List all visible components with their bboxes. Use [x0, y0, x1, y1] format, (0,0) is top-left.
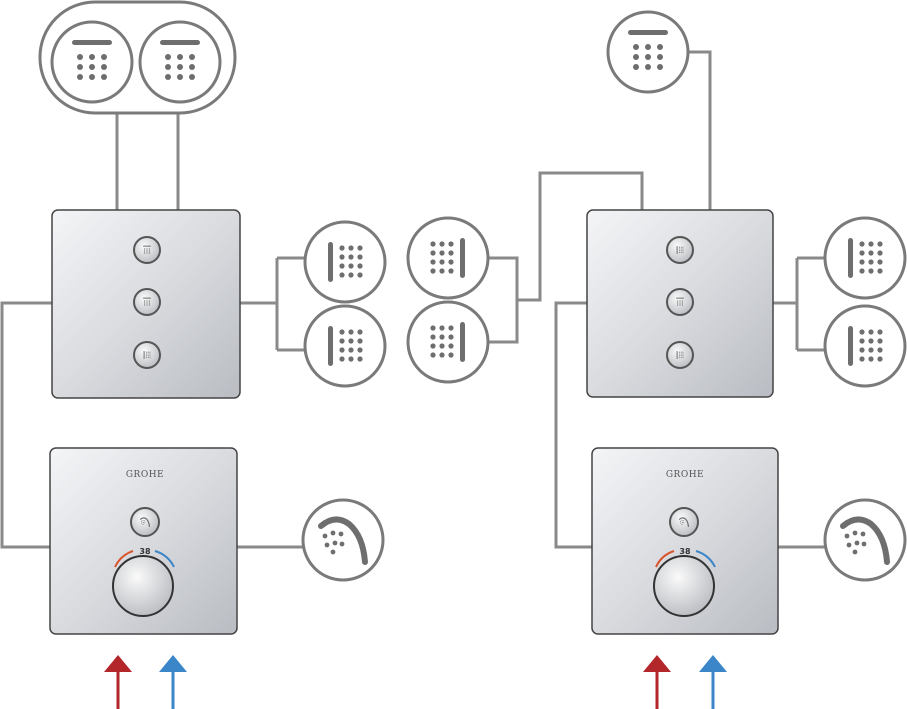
- temperature-knob[interactable]: [112, 555, 174, 617]
- diverter-button[interactable]: [133, 236, 161, 264]
- left-thermostat-panel: GROHE 38: [49, 447, 238, 635]
- diverter-button[interactable]: [666, 236, 694, 264]
- right-diverter-panel: [586, 209, 774, 398]
- right-thermostat-panel: GROHE 38: [591, 447, 779, 635]
- pipe-lines: [0, 50, 825, 549]
- grohe-logo: GROHE: [126, 470, 164, 480]
- hand-shower-button[interactable]: [130, 507, 160, 537]
- left-body-jets: [303, 220, 387, 388]
- temperature-label: 38: [139, 547, 151, 556]
- cold-water-arrow-icon: [159, 655, 187, 709]
- hand-shower-button[interactable]: [669, 507, 699, 537]
- right-overhead-shower: [606, 10, 690, 94]
- diverter-button[interactable]: [666, 341, 694, 369]
- temperature-knob[interactable]: [653, 555, 715, 617]
- hot-water-arrow-icon: [643, 655, 671, 709]
- middle-body-jets: [406, 216, 490, 384]
- diverter-button[interactable]: [133, 288, 161, 316]
- double-overhead-shower: [38, 0, 237, 115]
- left-hand-shower: [301, 498, 385, 582]
- diverter-button[interactable]: [666, 288, 694, 316]
- right-hand-shower: [823, 498, 907, 582]
- grohe-logo: GROHE: [666, 470, 704, 480]
- temperature-label: 38: [679, 547, 691, 556]
- hot-water-arrow-icon: [104, 655, 132, 709]
- cold-water-arrow-icon: [699, 655, 727, 709]
- left-diverter-panel: [51, 209, 241, 399]
- diverter-button[interactable]: [133, 341, 161, 369]
- right-body-jets: [823, 216, 907, 388]
